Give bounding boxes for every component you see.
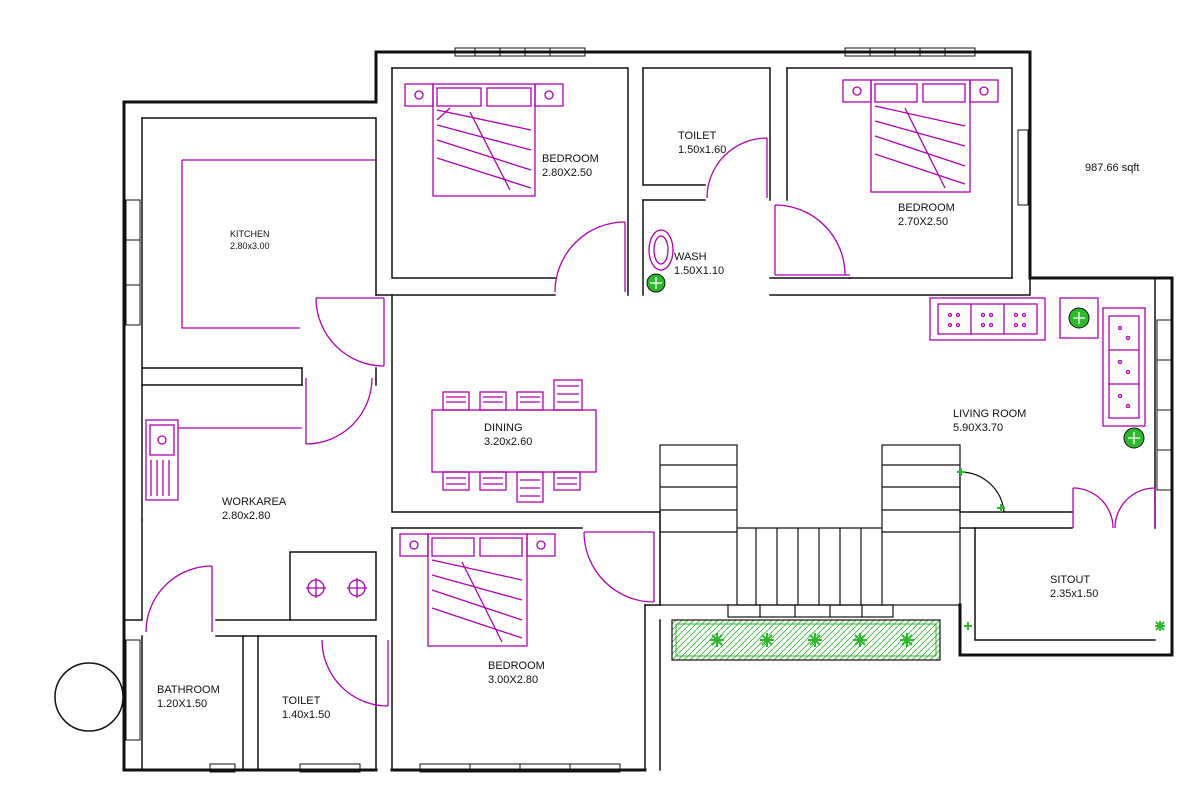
walls [122,50,1174,772]
dining-set [431,379,597,503]
sofa-top [929,297,1046,341]
room-size: 2.80x2.80 [222,510,271,522]
room-name: BEDROOM [542,153,599,165]
sink [145,419,302,501]
room-size: 1.40x1.50 [282,709,331,721]
sofa-side [1102,307,1146,427]
windows [125,47,1172,773]
room-name: TOILET [282,695,321,707]
potted-plants [646,273,1165,631]
room-size: 3.20x2.60 [484,436,533,448]
room-size: 2.35x1.50 [1050,588,1099,600]
room-size: 5.90X3.70 [953,422,1004,434]
wash-basin [648,229,674,271]
room-size: 2.80x3.00 [230,241,270,251]
room-name: DINING [484,422,523,434]
area-label: 987.66 sqft [1085,162,1140,174]
planter-shrubs [710,633,914,647]
kitchen-counter [181,159,376,329]
room-size: 1.50x1.60 [678,144,727,156]
stove [306,578,367,598]
room-name: WORKAREA [222,496,287,508]
room-size: 1.50X1.10 [674,265,725,277]
room-name: SITOUT [1050,574,1091,586]
room-label-toilet-bottom: TOILET 1.40x1.50 [282,694,330,722]
room-size: 2.80X2.50 [542,167,593,179]
room-name: WASH [674,251,707,263]
room-name: BATHROOM [157,684,220,696]
room-label-kitchen: KITCHEN 2.80x3.00 [230,228,270,252]
room-label-wash: WASH 1.50X1.10 [674,250,724,278]
room-size: 3.00X2.80 [488,674,539,686]
room-label-workarea: WORKAREA 2.80x2.80 [222,495,286,523]
living-door [959,470,1005,513]
room-label-bathroom: BATHROOM 1.20X1.50 [157,683,220,711]
staircase [659,444,961,618]
north-circle [54,662,124,732]
room-size: 2.70X2.50 [898,216,949,228]
room-name: KITCHEN [230,229,270,239]
room-label-living: LIVING ROOM 5.90X3.70 [953,407,1026,435]
room-name: LIVING ROOM [953,408,1027,420]
room-label-bedroom-top-right: BEDROOM 2.70X2.50 [898,201,955,229]
room-label-sitout: SITOUT 2.35x1.50 [1050,573,1098,601]
room-label-toilet-top: TOILET 1.50x1.60 [678,129,726,157]
bed-top-left [404,83,564,197]
bed-bottom [399,533,556,647]
room-label-bedroom-top-left: BEDROOM 2.80X2.50 [542,152,599,180]
room-name: BEDROOM [898,202,955,214]
side-table [1059,297,1099,339]
room-label-bedroom-bottom: BEDROOM 3.00X2.80 [488,659,545,687]
room-name: TOILET [678,130,717,142]
doors [145,137,1156,707]
bed-top-right [842,79,999,193]
room-name: BEDROOM [488,660,545,672]
room-size: 1.20X1.50 [157,698,208,710]
room-label-dining: DINING 3.20x2.60 [484,421,532,449]
